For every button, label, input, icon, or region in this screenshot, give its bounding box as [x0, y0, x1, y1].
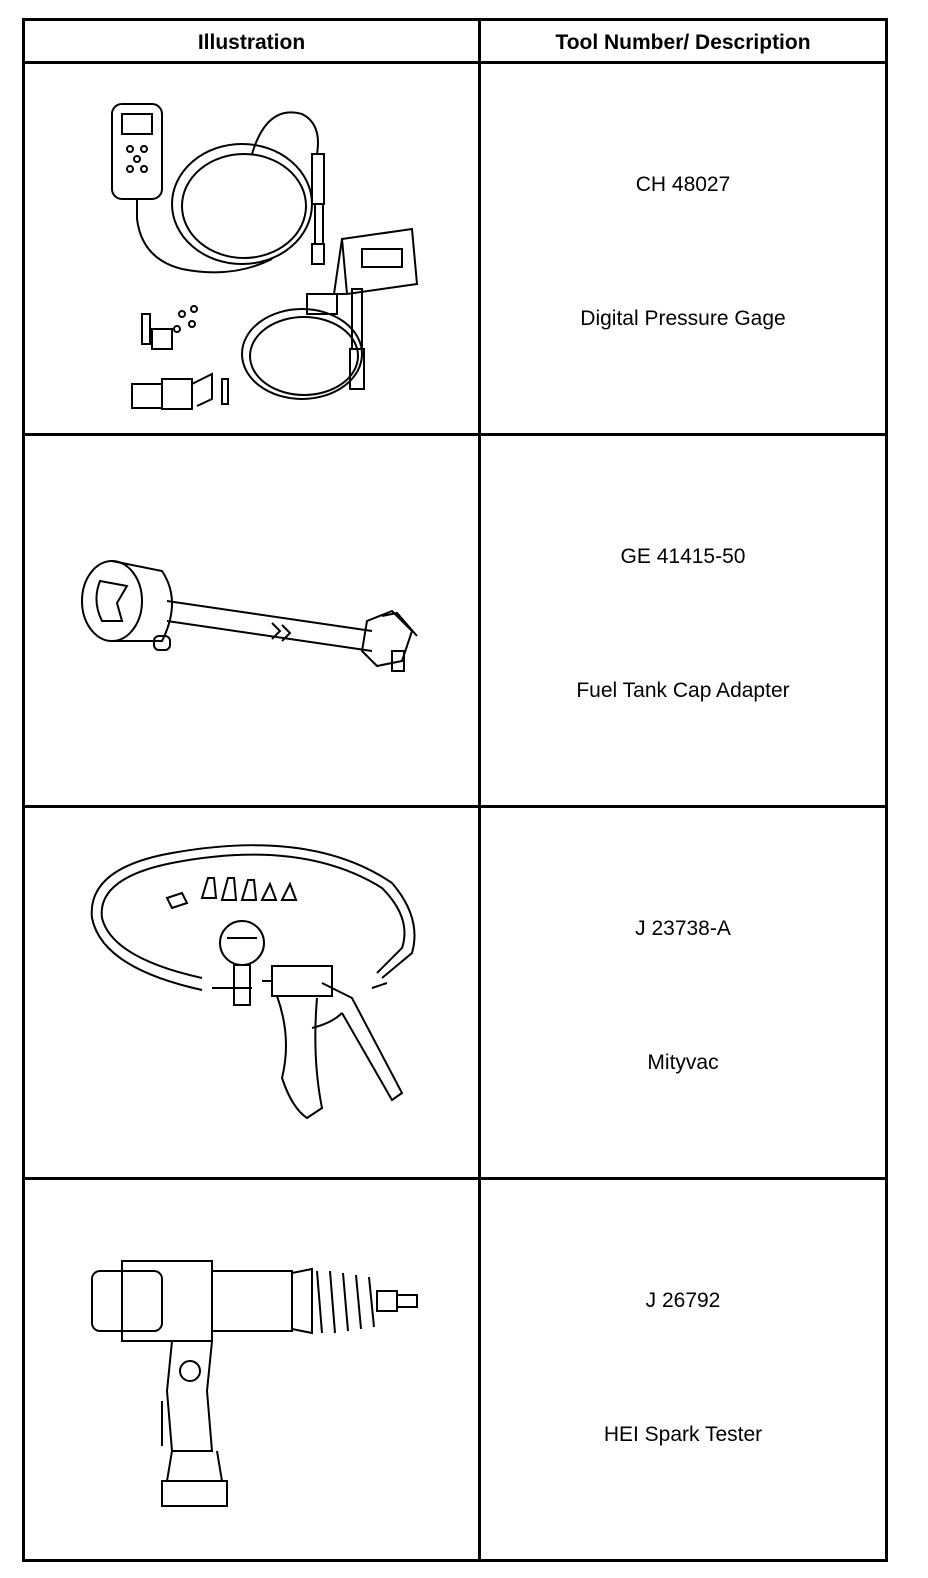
mityvac-icon: [90, 843, 415, 1119]
row-divider: [25, 805, 885, 808]
tool-number: J 26792: [645, 1289, 721, 1312]
row-divider: [25, 1177, 885, 1180]
column-divider: [478, 21, 481, 1559]
header-tool-description: Tool Number/ Description: [555, 30, 811, 54]
illustration-cell: [25, 808, 478, 1177]
digital-pressure-gage-icon: [110, 102, 418, 410]
hei-spark-tester-icon: [90, 1260, 418, 1507]
tool-description: Digital Pressure Gage: [580, 307, 786, 330]
header-illustration: Illustration: [197, 30, 306, 54]
illustration-cell: [25, 1180, 478, 1562]
tool-description: HEI Spark Tester: [603, 1423, 763, 1446]
tool-number: GE 41415-50: [620, 545, 746, 568]
row-divider: [25, 61, 885, 64]
illustration-cell: [25, 64, 478, 433]
tool-number: CH 48027: [635, 173, 731, 196]
tool-number: J 23738-A: [635, 917, 731, 940]
row-divider: [25, 433, 885, 436]
tool-table: Illustration Tool Number/ Description: [22, 18, 888, 1562]
illustration-cell: [25, 436, 478, 805]
tool-description: Fuel Tank Cap Adapter: [576, 679, 790, 702]
tool-description: Mityvac: [647, 1051, 719, 1074]
fuel-tank-cap-adapter-icon: [80, 559, 418, 672]
